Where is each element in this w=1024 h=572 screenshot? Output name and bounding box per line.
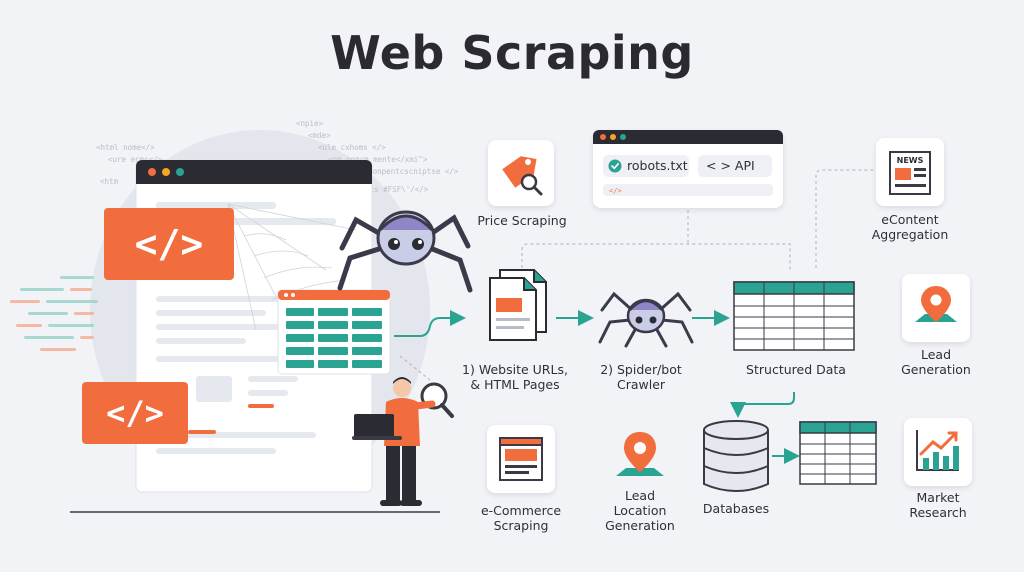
structured-table-icon: [277, 289, 391, 375]
check-circle-icon: [608, 159, 622, 173]
growth-chart-icon: [916, 430, 959, 471]
ecommerce-page-icon: [499, 437, 543, 481]
database-icon: [703, 420, 769, 492]
motion-dots: [10, 276, 98, 351]
code-snippet: <mde>: [308, 131, 331, 140]
newspaper-icon: NEWS: [889, 151, 931, 195]
location-pin-icon: [616, 432, 664, 476]
code-line-icon: </>: [603, 184, 773, 196]
badge-underline: [188, 430, 216, 434]
code-snippet: <html nome</>: [96, 143, 155, 152]
market-research-label: Market Research: [909, 490, 967, 520]
price-tag-icon: [502, 156, 543, 196]
code-snippet: <ule cxhoms </>: [318, 143, 386, 152]
person-laptop-icon: [352, 377, 454, 506]
svg-text:</>: </>: [609, 187, 622, 195]
lead-generation-label: Lead Generation: [901, 347, 971, 377]
website-urls-label: 1) Website URLs, & HTML Pages: [462, 362, 568, 392]
database-table-icon: [799, 421, 877, 485]
robots-txt-pill: robots.txt: [603, 155, 689, 177]
location-pin-icon: [915, 286, 957, 322]
price-scraping-label: Price Scraping: [477, 213, 567, 228]
robots-window-chrome: [593, 130, 783, 144]
newspaper-heading: NEWS: [897, 156, 924, 165]
econtent-label: eContent Aggregation: [871, 212, 949, 242]
code-badge-small: </>: [82, 382, 188, 444]
spider-bot-icon: [337, 210, 473, 293]
code-snippet: <npie>: [296, 119, 324, 128]
code-badge-large: </>: [104, 208, 234, 280]
ecommerce-label: e-Commerce Scraping: [480, 503, 562, 533]
page-title: Web Scraping: [330, 26, 694, 80]
databases-label: Databases: [702, 501, 770, 516]
structured-data-label: Structured Data: [746, 362, 846, 377]
html-pages-icon: [489, 269, 547, 341]
lead-location-label: Lead Location Generation: [605, 488, 675, 533]
crawler-spider-icon: [598, 291, 694, 348]
code-snippet: <htm: [100, 177, 119, 186]
spider-crawler-label: 2) Spider/bot Crawler: [600, 362, 682, 392]
api-pill: < > API: [698, 155, 772, 177]
structured-data-table: [733, 281, 855, 351]
